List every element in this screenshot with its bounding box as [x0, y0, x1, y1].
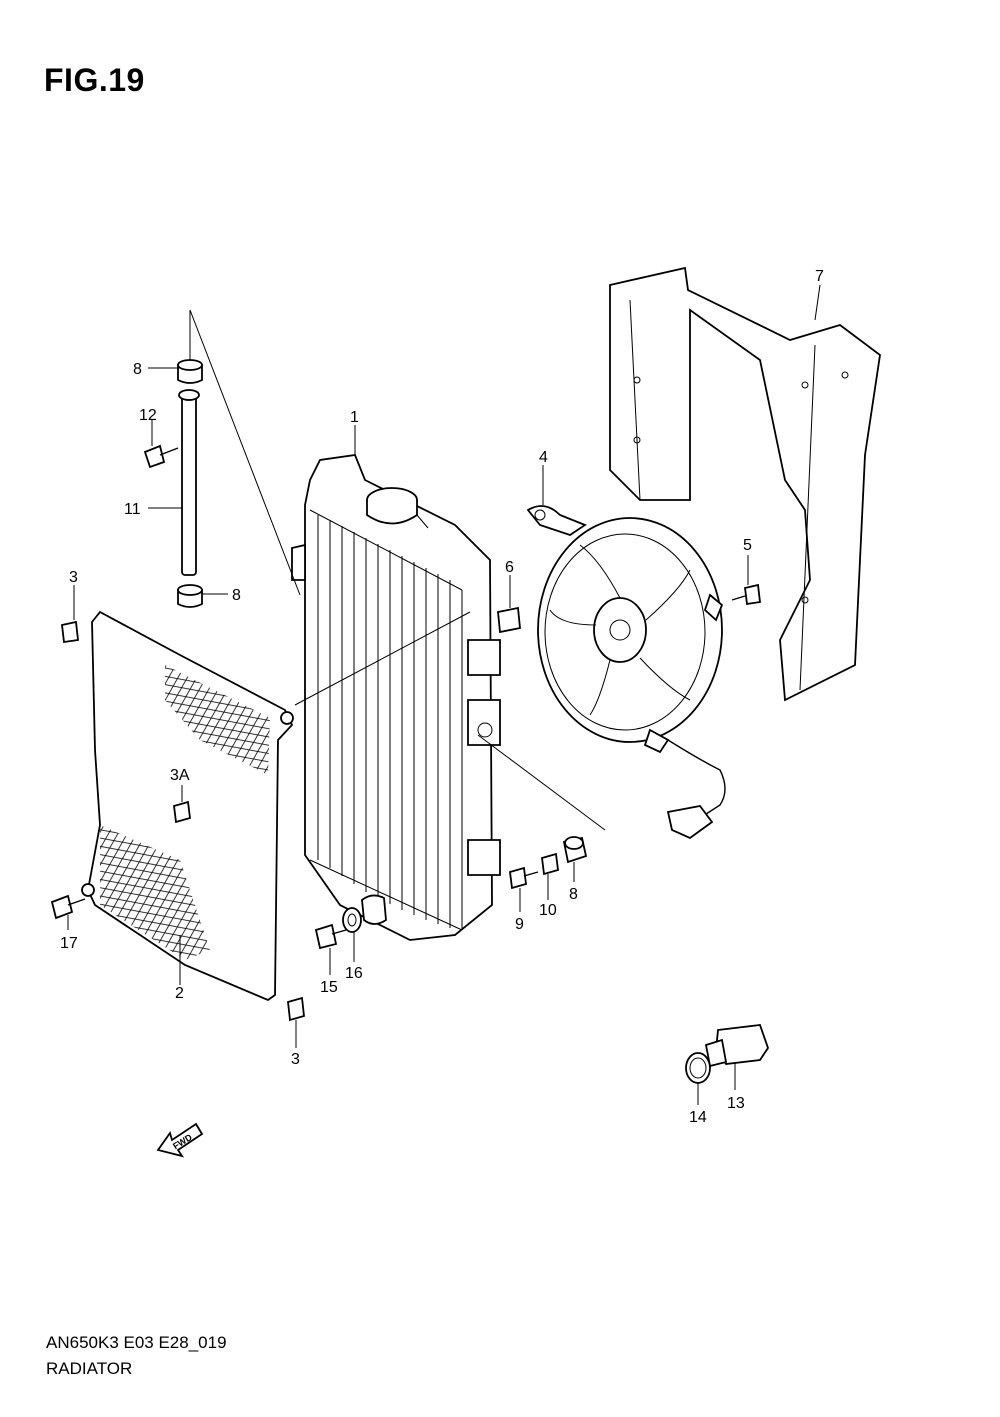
grommet-top	[177, 359, 203, 384]
callout-1: 1	[350, 409, 359, 426]
fan-thermo-switch	[704, 1024, 769, 1068]
cooling-fan	[526, 505, 726, 840]
callout-6: 6	[505, 559, 514, 576]
callout-5: 5	[743, 537, 752, 554]
callout-15: 15	[320, 979, 338, 996]
bolt-17	[50, 894, 86, 920]
bolt-9	[509, 866, 539, 890]
radiator-fins	[317, 515, 451, 928]
bolt-5	[731, 583, 761, 606]
section-name: RADIATOR	[46, 1359, 133, 1378]
fan-bracket	[609, 266, 881, 702]
grommet-lower-right	[562, 836, 588, 864]
callout-3A: 3A	[170, 767, 190, 784]
callout-12: 12	[139, 407, 157, 424]
washer-16	[342, 907, 362, 933]
callout-8-top: 8	[133, 361, 142, 378]
nut-3A	[173, 800, 191, 824]
clip-3-bottom	[287, 996, 305, 1022]
callout-4: 4	[539, 449, 548, 466]
grommet-bottom	[177, 584, 203, 608]
model-code: AN650K3 E03 E28_019	[46, 1333, 227, 1352]
collar-10	[541, 852, 559, 876]
callout-8-middle: 8	[232, 587, 241, 604]
plate-6	[497, 606, 521, 634]
callout-10: 10	[539, 902, 557, 919]
forward-direction-arrow: FWD	[156, 1122, 204, 1158]
bolt-15	[314, 923, 347, 950]
callout-7: 7	[815, 268, 824, 285]
callout-13: 13	[727, 1095, 745, 1112]
clip-3-top	[61, 620, 79, 644]
callout-3-top: 3	[69, 569, 78, 586]
stay-pipe	[178, 389, 200, 576]
callout-11: 11	[124, 501, 141, 518]
callout-9: 9	[515, 916, 524, 933]
radiator-guard	[81, 610, 294, 1002]
figure-title: FIG.19	[44, 62, 145, 98]
callout-14: 14	[689, 1109, 707, 1126]
callout-8-right: 8	[569, 886, 578, 903]
bolt-12	[143, 444, 179, 469]
callout-16: 16	[345, 965, 363, 982]
callout-17: 17	[60, 935, 78, 952]
callout-labels: 1 2 3 3 3A 4 5 6 7 8 8 8 9 10 11 12 13 1…	[60, 268, 824, 1126]
o-ring	[685, 1052, 711, 1084]
callout-2: 2	[175, 985, 184, 1002]
leader-lines	[67, 284, 821, 1105]
callout-3-bottom: 3	[291, 1051, 300, 1068]
radiator	[291, 454, 501, 941]
